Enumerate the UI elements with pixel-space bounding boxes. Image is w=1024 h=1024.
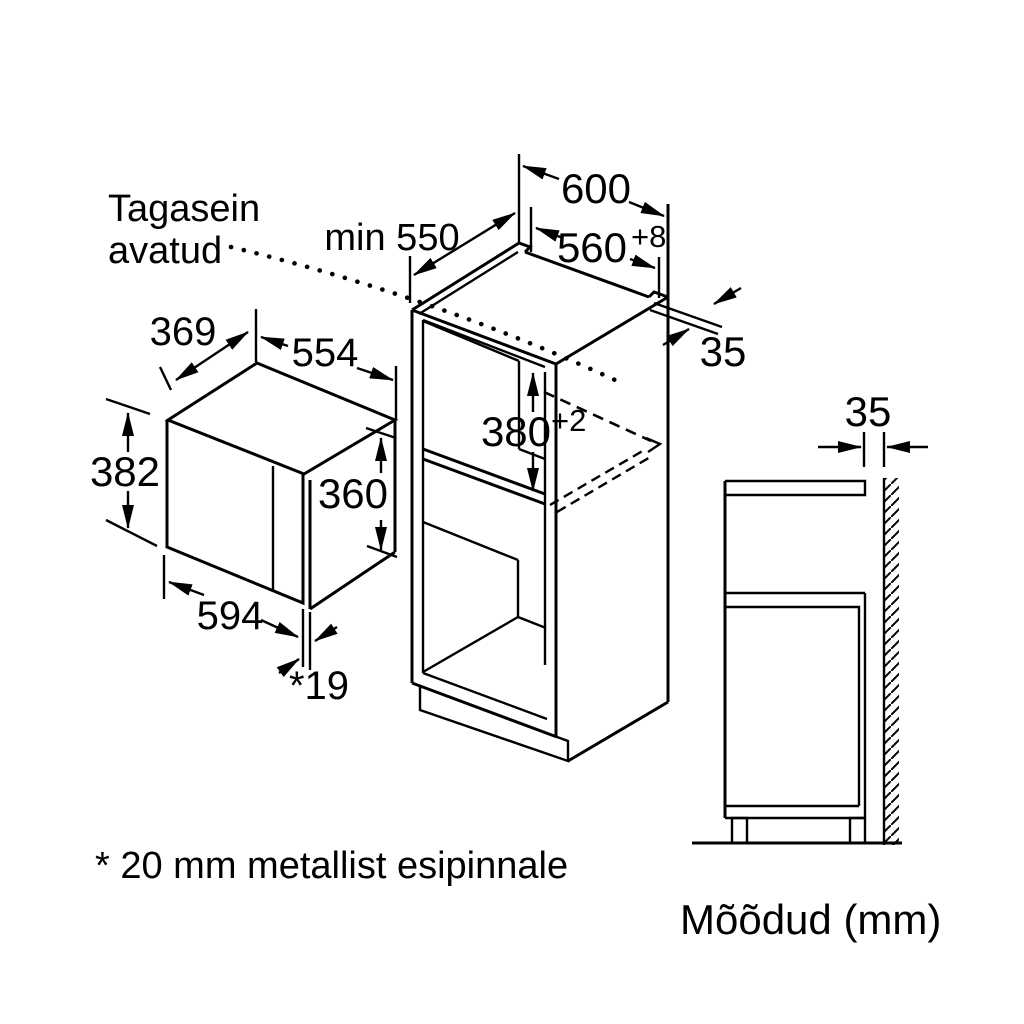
arrow-594-right [260, 618, 299, 639]
cabinet-top-front-edge [411, 308, 557, 366]
lower-floor-left-edge [422, 615, 519, 674]
tick-382-bottom [105, 518, 158, 548]
arrow-594-left [168, 580, 205, 597]
dimension-lines [105, 154, 928, 678]
tick-369-left [158, 366, 173, 391]
note-back-open-line1: Tagasein [108, 188, 260, 230]
note-back-open-line2: avatud [108, 230, 222, 272]
niche-ceiling-back-edge [422, 319, 520, 363]
lower-ceiling-back-edge [422, 520, 519, 562]
cabinet-isometric [410, 204, 723, 763]
cabinet-bottom-inner-edge [422, 671, 548, 721]
arrow-560-left [535, 226, 564, 242]
lower-floor-right-edge [517, 615, 547, 630]
open-back-dashed-line-lower-2 [556, 454, 653, 514]
open-back-dashed-line-lower-1 [549, 447, 647, 507]
cabinet-bottom-right-edge [567, 700, 669, 763]
dim-label-top-wall-gap: 35 [700, 328, 747, 375]
arrow-369 [175, 331, 249, 381]
microwave-door-outline [165, 420, 305, 606]
cabinet-back-notch-right [647, 290, 669, 299]
sideview-foot-right [848, 816, 867, 845]
dim-label-microwave-body-height: 360 [318, 470, 388, 517]
sideview-foot-left [730, 816, 749, 845]
dim-label-microwave-front-width: 594 [197, 594, 264, 638]
arrow-35top-lower [662, 327, 690, 347]
dim-label-microwave-front-height: 382 [90, 448, 160, 495]
dim-label-microwave-depth: 369 [150, 310, 217, 354]
cabinet-back-notch-left [518, 241, 533, 254]
tick-382-top [105, 397, 151, 416]
tick-360-top [365, 426, 397, 440]
arrow-554-left [260, 335, 289, 350]
open-back-dashed-line-upper [543, 390, 652, 443]
dim-label-niche-height-tolerance: +2 [551, 403, 586, 438]
tick-360-bottom [366, 544, 398, 559]
dim-label-sideview-wall-gap: 35 [845, 388, 892, 435]
dim-label-niche-height: 380 [481, 408, 551, 455]
arrow-560-right [629, 254, 656, 270]
microwave-body-bottom-edge [309, 550, 396, 611]
arrow-35top-upper [713, 286, 742, 306]
microwave-top-face [164, 361, 399, 476]
arrow-min550 [413, 211, 516, 277]
sideview-shelf-bottom [725, 605, 861, 613]
shelf-front-bottom-edge [422, 457, 546, 506]
dim-label-niche-width: 560 [557, 224, 627, 271]
cabinet-top-right-edge [555, 295, 669, 366]
cabinet-bottom-front-edge [411, 681, 558, 739]
cabinet-front-top-inner-edge [422, 318, 546, 369]
wall-hatching [884, 478, 899, 845]
side-view [692, 478, 902, 845]
wall-strip-upper-line [653, 301, 723, 329]
dim-label-door-protrusion: *19 [289, 664, 349, 708]
dim-label-cabinet-width: 600 [561, 165, 631, 212]
arrow-19-right [314, 623, 338, 643]
wall-strip-lower-line [649, 308, 719, 336]
arrow-600-right [628, 200, 665, 218]
arrow-19-left [276, 658, 300, 678]
dim-label-min-depth: min 550 [324, 217, 459, 259]
cabinet-top-left-inner-edge [418, 250, 519, 316]
open-back-arrowhead [645, 436, 663, 453]
arrow-600-left [522, 164, 560, 181]
footnote: * 20 mm metallist esipinnale [95, 845, 568, 887]
arrow-554-right [356, 366, 394, 382]
dim-label-microwave-top-width: 554 [292, 331, 359, 375]
shelf-front-top-edge [422, 447, 546, 496]
units-caption: Mõõdud (mm) [680, 896, 941, 943]
cabinet-top-back-edge [524, 250, 650, 299]
sideview-top-panel [725, 479, 867, 497]
microwave-isometric [164, 361, 399, 611]
dim-label-niche-width-tolerance: +8 [631, 219, 666, 254]
back-open-leader-dots [228, 244, 618, 383]
